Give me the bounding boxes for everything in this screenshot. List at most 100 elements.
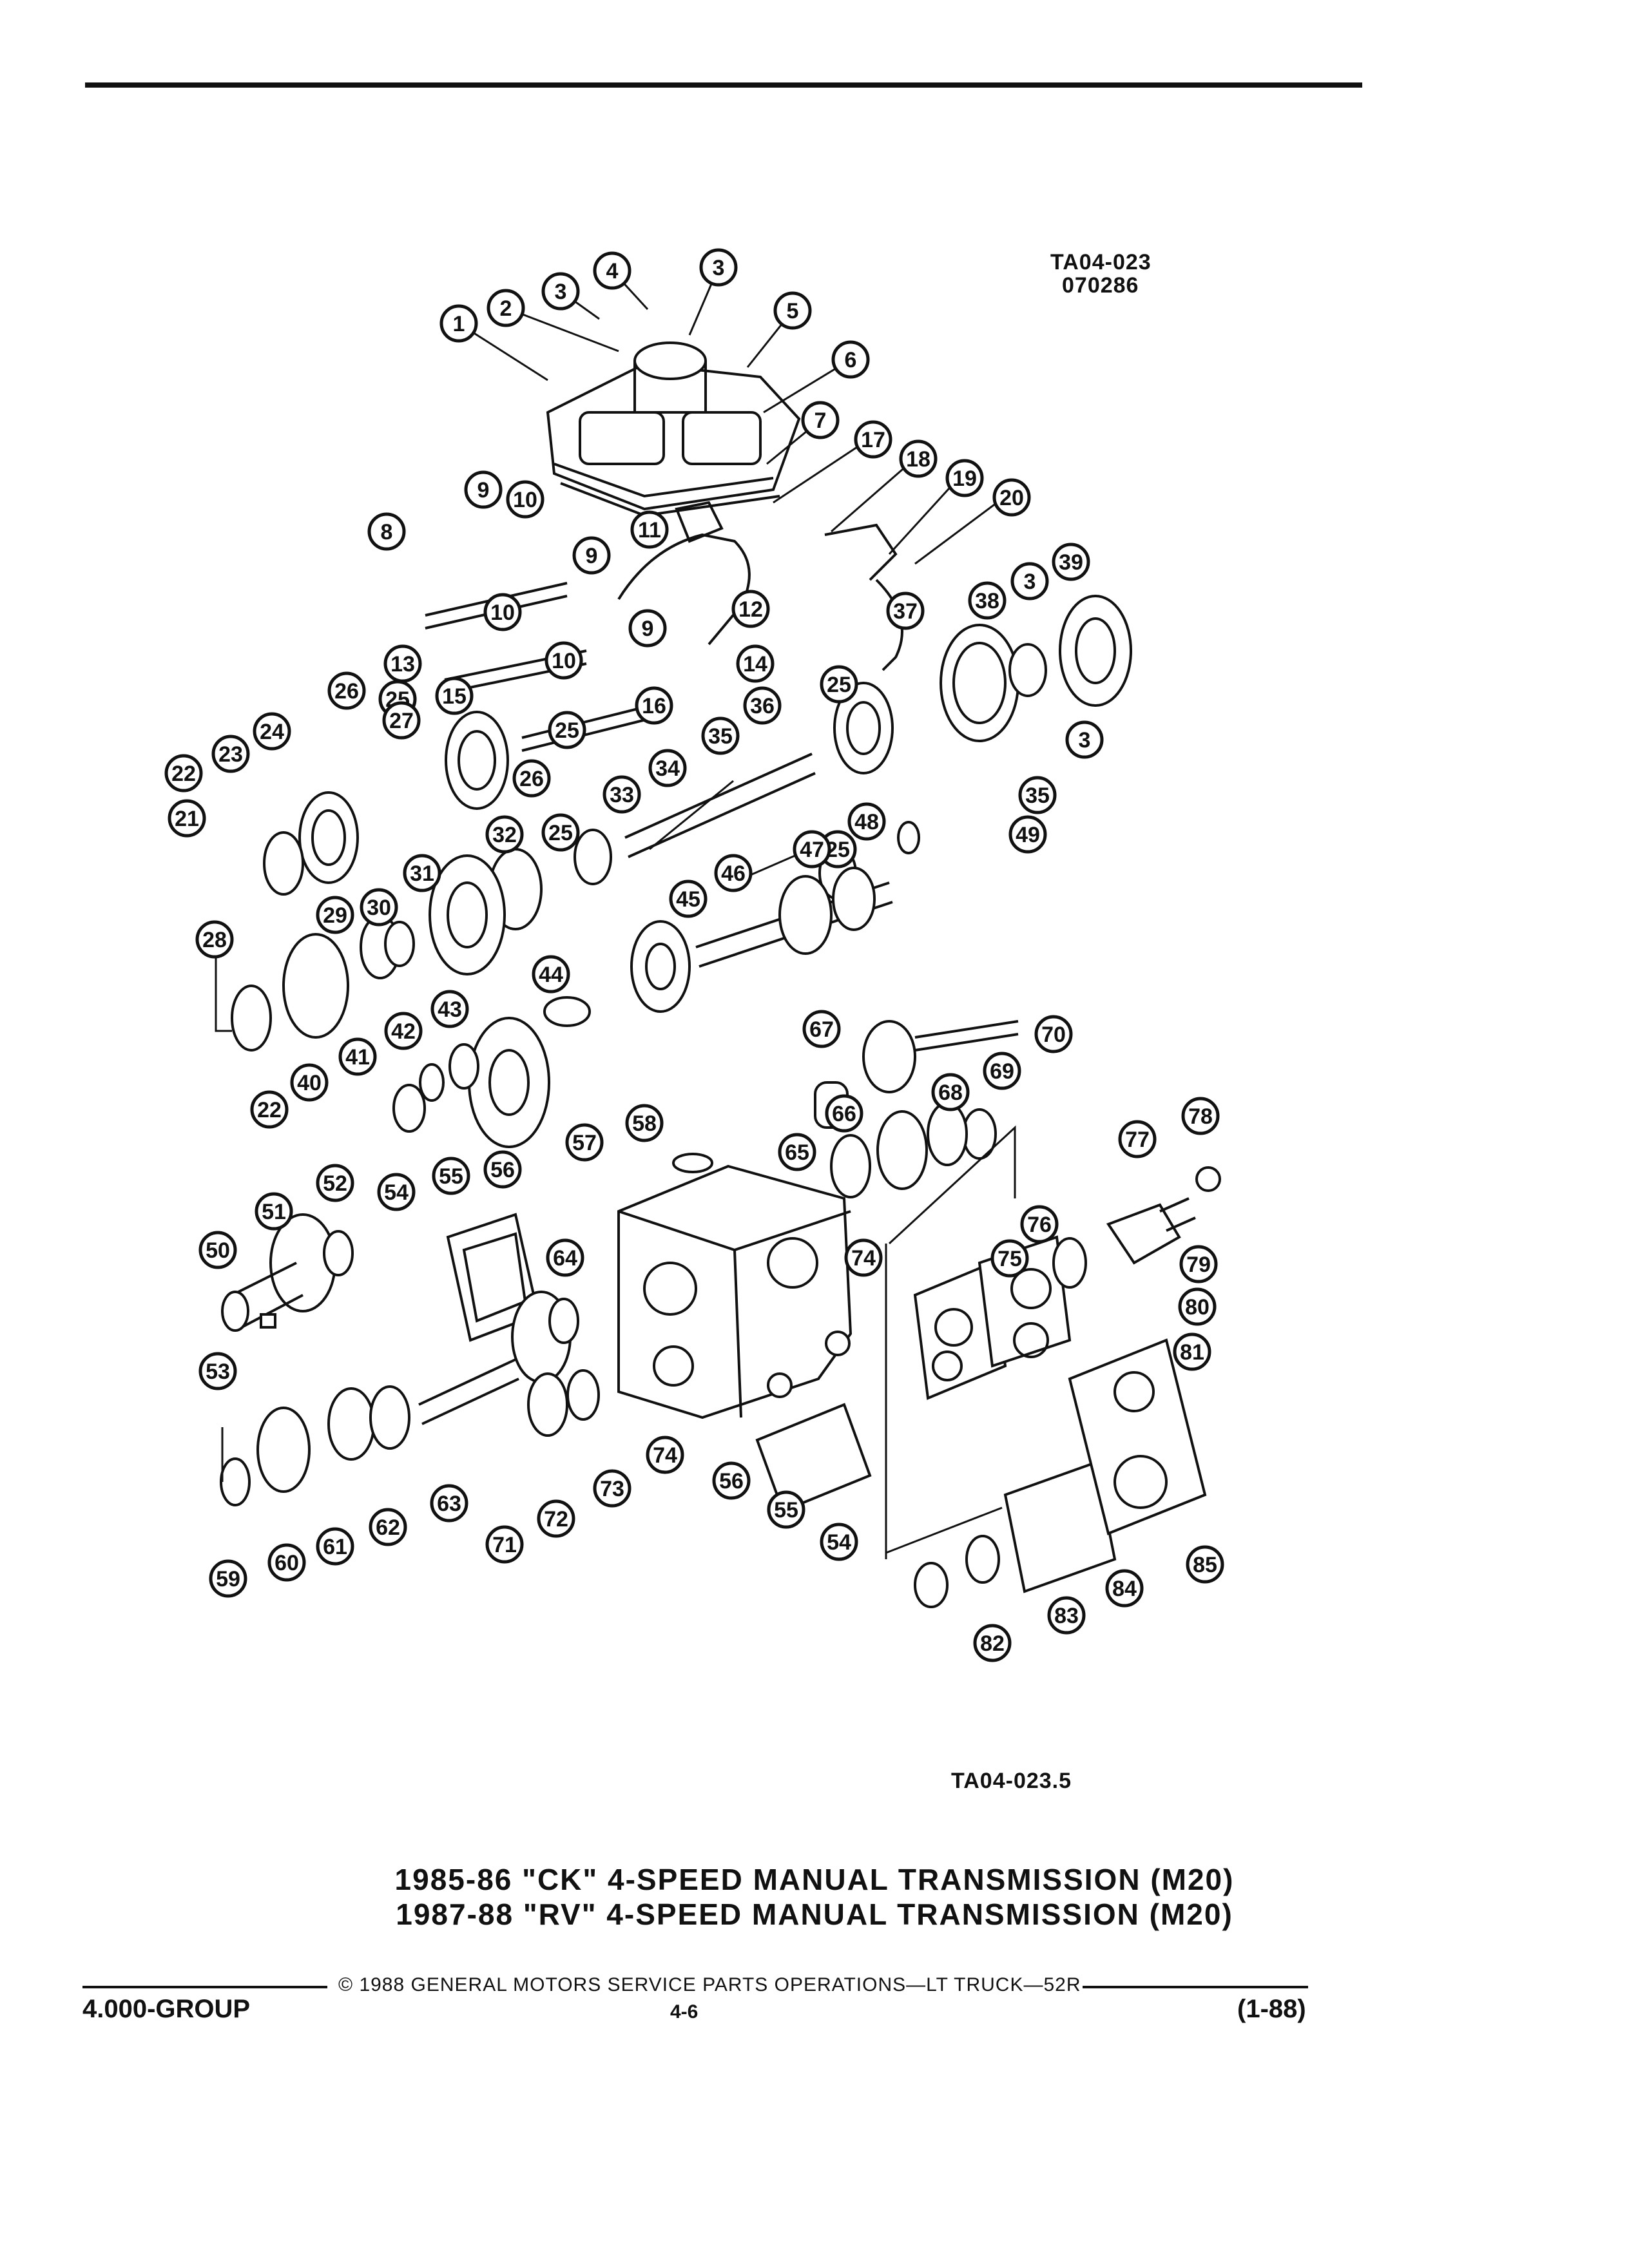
callout-number: 62 — [376, 1515, 400, 1540]
callout-19: 19 — [945, 459, 984, 497]
cluster-gears — [231, 854, 550, 1148]
callout-29: 29 — [316, 896, 354, 934]
callout-number: 54 — [384, 1180, 409, 1205]
callout-number: 67 — [809, 1017, 834, 1042]
callout-number: 26 — [519, 767, 544, 791]
callout-32: 32 — [485, 815, 524, 854]
callout-circle — [1186, 1545, 1224, 1584]
callout-circle — [1065, 720, 1104, 759]
callout-number: 24 — [260, 720, 284, 744]
callout-70: 70 — [1034, 1015, 1073, 1053]
callout-63: 63 — [430, 1484, 468, 1523]
callout-circle — [198, 1231, 237, 1269]
callout-circle — [983, 1052, 1021, 1090]
callout-1: 1 — [439, 304, 478, 343]
callout-74: 74 — [646, 1436, 684, 1474]
footer-rule-left — [82, 1986, 327, 1988]
callout-60: 60 — [267, 1543, 306, 1582]
callout-circle — [886, 591, 925, 630]
callout-circle — [211, 735, 250, 773]
callout-circle — [537, 1499, 575, 1538]
callout-number: 16 — [642, 694, 666, 718]
callout-circle — [430, 1484, 468, 1523]
callout-circle — [648, 749, 687, 787]
pto-covers — [446, 1213, 872, 1513]
callout-number: 71 — [492, 1533, 517, 1557]
page-number: 4-6 — [670, 2001, 699, 2023]
callout-25: 25 — [548, 711, 586, 749]
callout-35: 35 — [701, 716, 740, 755]
callout-54: 54 — [377, 1173, 416, 1211]
callout-59: 59 — [209, 1559, 247, 1598]
callout-number: 27 — [389, 709, 414, 733]
callout-number: 58 — [632, 1111, 657, 1136]
callout-28: 28 — [195, 920, 234, 959]
callout-circle — [439, 304, 478, 343]
countershaft — [543, 867, 893, 1027]
callout-circle — [485, 1525, 524, 1564]
title-line-2: 1987-88 "RV" 4-SPEED MANUAL TRANSMISSION… — [396, 1898, 1233, 1931]
callout-circle — [802, 1010, 841, 1048]
callout-circle — [899, 439, 938, 478]
callout-74: 74 — [844, 1238, 883, 1277]
callout-circle — [1181, 1097, 1220, 1135]
callout-circle — [377, 1173, 416, 1211]
callout-3: 3 — [699, 248, 738, 287]
callout-circle — [646, 1436, 684, 1474]
callout-26: 26 — [512, 759, 551, 798]
callout-circle — [548, 711, 586, 749]
callout-27: 27 — [382, 701, 421, 740]
callout-circle — [250, 1090, 289, 1129]
callout-55: 55 — [432, 1157, 470, 1195]
top-rule — [85, 82, 1362, 88]
callout-67: 67 — [802, 1010, 841, 1048]
callout-number: 32 — [492, 823, 517, 847]
callout-circle — [669, 879, 708, 918]
callout-73: 73 — [593, 1469, 631, 1508]
callout-77: 77 — [1118, 1120, 1157, 1158]
callout-circle — [945, 459, 984, 497]
callout-circle — [699, 248, 738, 287]
callout-16: 16 — [635, 686, 673, 725]
callout-number: 25 — [555, 718, 579, 743]
callout-circle — [369, 1508, 407, 1546]
callout-82: 82 — [973, 1624, 1012, 1662]
leader-lines — [458, 267, 1005, 878]
callout-number: 48 — [854, 810, 879, 834]
callout-circle — [532, 955, 570, 994]
callout-49: 49 — [1008, 815, 1047, 854]
callout-number: 5 — [787, 299, 799, 323]
callout-55: 55 — [767, 1490, 805, 1529]
callout-circle — [546, 1238, 584, 1277]
callout-circle — [1052, 543, 1090, 581]
callout-circle — [743, 686, 782, 725]
callout-number: 39 — [1059, 550, 1083, 575]
callout-circle — [403, 854, 441, 892]
callout-circle — [384, 1012, 423, 1050]
callout-number: 25 — [548, 821, 573, 845]
callout-51: 51 — [255, 1192, 293, 1231]
callout-circle — [164, 754, 203, 793]
callout-number: 38 — [975, 589, 999, 613]
callout-number: 53 — [206, 1360, 230, 1384]
callout-number: 60 — [275, 1551, 299, 1575]
callout-number: 19 — [952, 466, 977, 491]
callout-50: 50 — [198, 1231, 237, 1269]
callout-circle — [487, 289, 525, 327]
callout-2: 2 — [487, 289, 525, 327]
callout-circle — [736, 644, 775, 683]
callout-48: 48 — [847, 802, 886, 841]
callout-64: 64 — [546, 1238, 584, 1277]
callout-number: 11 — [638, 518, 661, 543]
callout-circle — [316, 896, 354, 934]
callout-3: 3 — [541, 272, 580, 311]
callout-circle — [541, 813, 580, 852]
callout-number: 61 — [323, 1535, 347, 1559]
callout-65: 65 — [778, 1133, 816, 1171]
callout-circle — [483, 1150, 522, 1189]
callout-number: 9 — [642, 617, 654, 641]
callout-15: 15 — [435, 677, 474, 715]
callout-circle — [512, 759, 551, 798]
